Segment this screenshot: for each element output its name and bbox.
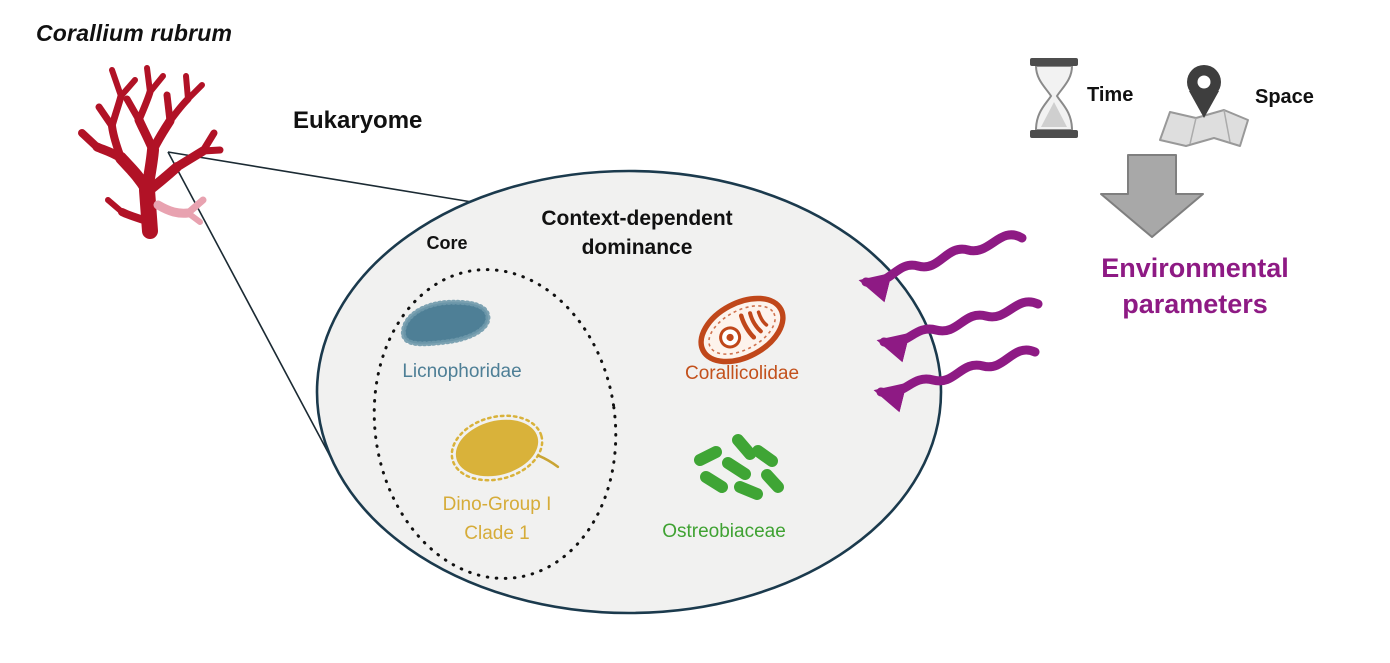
ostreobiaceae-illustration [694,434,784,500]
environmental-parameters-line2: parameters [1122,289,1268,320]
eukaryome-ellipse [315,169,943,615]
context-dominance-line2: dominance [581,235,693,259]
space-label: Space [1255,86,1314,108]
licnophoridae-illustration [400,299,491,347]
corallicolidae-label: Corallicolidae [684,363,800,384]
coral-illustration [78,65,224,239]
map-pin-icon [1159,65,1249,147]
corallicolidae-illustration [698,295,786,365]
down-arrow-icon [1100,154,1204,238]
context-dominance-line1: Context-dependent [541,207,733,230]
eukaryome-label: Eukaryome [293,107,423,134]
dino-group-label-line1: Dino-Group I [442,494,552,515]
wavy-arrow-icon-1 [858,230,1027,303]
wavy-arrow-icon-2 [876,297,1043,363]
environmental-parameters-label: Environmental parameters [1056,250,1334,323]
dino-group-label: Dino-Group I Clade 1 [412,491,582,548]
hourglass-icon [1030,58,1078,138]
core-label: Core [426,233,468,253]
core-dotted-ellipse [372,268,618,580]
environmental-parameters-line1: Environmental [1101,253,1289,283]
cone-line-top [167,151,479,204]
dino-group-illustration [450,414,560,482]
dino-group-label-line2: Clade 1 [464,522,530,544]
time-label: Time [1087,84,1134,106]
ostreobiaceae-label: Ostreobiaceae [662,521,786,542]
environmental-arrows [858,230,1043,413]
context-dominance-heading: Context-dependent dominance [462,205,812,263]
cone-line-bottom [167,151,339,472]
wavy-arrow-icon-3 [873,345,1040,413]
host-species-title: Corallium rubrum [36,20,233,46]
coral-pink-branch [153,196,207,225]
licnophoridae-label: Licnophoridae [402,361,522,382]
